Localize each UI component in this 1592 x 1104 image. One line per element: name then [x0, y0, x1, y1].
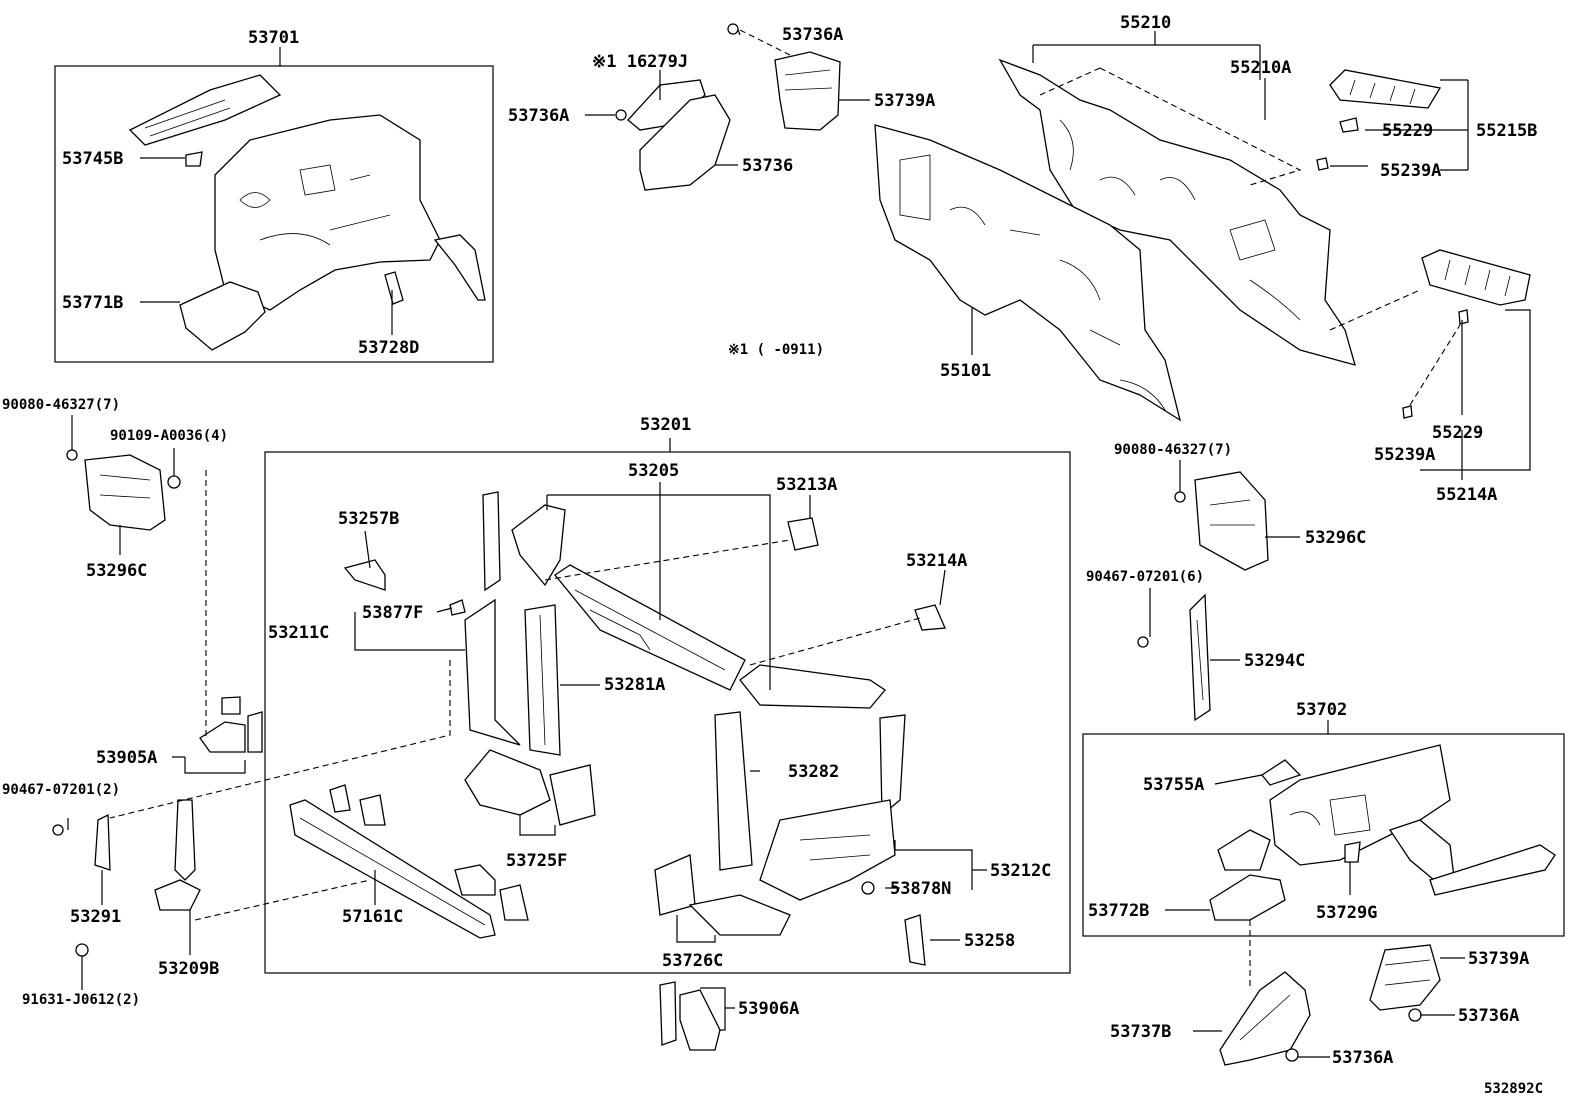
label-53771b: 53771B [62, 293, 123, 313]
callout-labels: 53701 53745B 53771B 53728D ※1 16279J 537… [2, 13, 1543, 1097]
label-53906a: 53906A [738, 999, 799, 1019]
label-53739a-bottom: 53739A [1468, 949, 1529, 969]
part-55229-55215b [1316, 69, 1442, 171]
label-55229-right: 55229 [1432, 423, 1483, 443]
label-90080-left: 90080-46327(7) [2, 397, 120, 413]
label-53258: 53258 [964, 931, 1015, 951]
leader-lines [67, 29, 1531, 1058]
label-90109: 90109-A0036(4) [110, 428, 228, 444]
part-55210-dash-insulator [998, 58, 1356, 366]
label-53282: 53282 [788, 762, 839, 782]
label-53212c: 53212C [990, 861, 1051, 881]
label-diagram-code: 532892C [1484, 1081, 1543, 1097]
part-53296c-right [1174, 471, 1269, 571]
part-53725f [464, 749, 596, 826]
label-53281a: 53281A [604, 675, 665, 695]
part-16279j-53736 [615, 23, 841, 191]
label-53257b: 53257B [338, 509, 399, 529]
part-53737b-53739a [1219, 944, 1441, 1066]
frame-53702 [1082, 733, 1565, 937]
label-53205: 53205 [628, 461, 679, 481]
label-53736: 53736 [742, 156, 793, 176]
part-53906a [659, 981, 721, 1051]
part-53702-apron-rh [1209, 744, 1556, 921]
label-53701: 53701 [248, 28, 299, 48]
part-53294c [1137, 593, 1211, 722]
label-53736a-left: 53736A [508, 106, 569, 126]
label-note: ※1 ( -0911) [728, 342, 824, 358]
label-55214a: 55214A [1436, 485, 1497, 505]
label-53878n: 53878N [890, 879, 951, 899]
label-53702: 53702 [1296, 700, 1347, 720]
label-90080-right: 90080-46327(7) [1114, 442, 1232, 458]
label-53736a-top: 53736A [782, 25, 843, 45]
label-55210a: 55210A [1230, 58, 1291, 78]
label-90467-right: 90467-07201(6) [1086, 569, 1204, 585]
part-57161c-lower-support [289, 784, 529, 939]
label-90467-left: 90467-07201(2) [2, 782, 120, 798]
part-55101-dash-panel [874, 124, 1182, 422]
part-53205-upper-support [511, 504, 886, 709]
label-53736a-bottom1: 53736A [1458, 1006, 1519, 1026]
part-53905a [199, 696, 263, 753]
label-53755a: 53755A [1143, 775, 1204, 795]
part-53726c [654, 517, 946, 936]
label-55210: 55210 [1120, 13, 1171, 33]
frame-53201 [264, 451, 1071, 974]
label-53725f: 53725F [506, 851, 567, 871]
label-55239a-right: 55239A [1374, 445, 1435, 465]
label-53201: 53201 [640, 415, 691, 435]
label-53745b: 53745B [62, 149, 123, 169]
part-53282-53212c [714, 711, 926, 966]
label-53726c: 53726C [662, 951, 723, 971]
label-53213a: 53213A [776, 475, 837, 495]
part-53209b [75, 799, 201, 957]
part-53211c-53281a [343, 491, 561, 756]
label-53214a: 53214A [906, 551, 967, 571]
label-55239a-top: 55239A [1380, 161, 1441, 181]
label-53296c-right: 53296C [1305, 528, 1366, 548]
label-53296c-left: 53296C [86, 561, 147, 581]
label-53294c: 53294C [1244, 651, 1305, 671]
label-53737b: 53737B [1110, 1022, 1171, 1042]
label-53772b: 53772B [1088, 901, 1149, 921]
label-55101: 55101 [940, 361, 991, 381]
label-53729g: 53729G [1316, 903, 1377, 923]
label-53877f: 53877F [362, 603, 423, 623]
frame-53701 [54, 65, 494, 363]
label-53209b: 53209B [158, 959, 219, 979]
label-53291: 53291 [70, 907, 121, 927]
label-53211c: 53211C [268, 623, 329, 643]
part-53701-apron [128, 74, 486, 351]
label-53739a-top: 53739A [874, 91, 935, 111]
label-53905a: 53905A [96, 748, 157, 768]
part-53296c-left [66, 449, 181, 531]
part-53291 [52, 813, 111, 871]
label-57161c: 57161C [342, 907, 403, 927]
label-55215b: 55215B [1476, 121, 1537, 141]
label-16279j: ※1 16279J [592, 52, 688, 72]
label-53736a-bottom2: 53736A [1332, 1048, 1393, 1068]
label-55229-top: 55229 [1382, 121, 1433, 141]
label-91631: 91631-J0612(2) [22, 992, 140, 1008]
label-53728d: 53728D [358, 338, 419, 358]
part-55214a [1402, 249, 1531, 419]
